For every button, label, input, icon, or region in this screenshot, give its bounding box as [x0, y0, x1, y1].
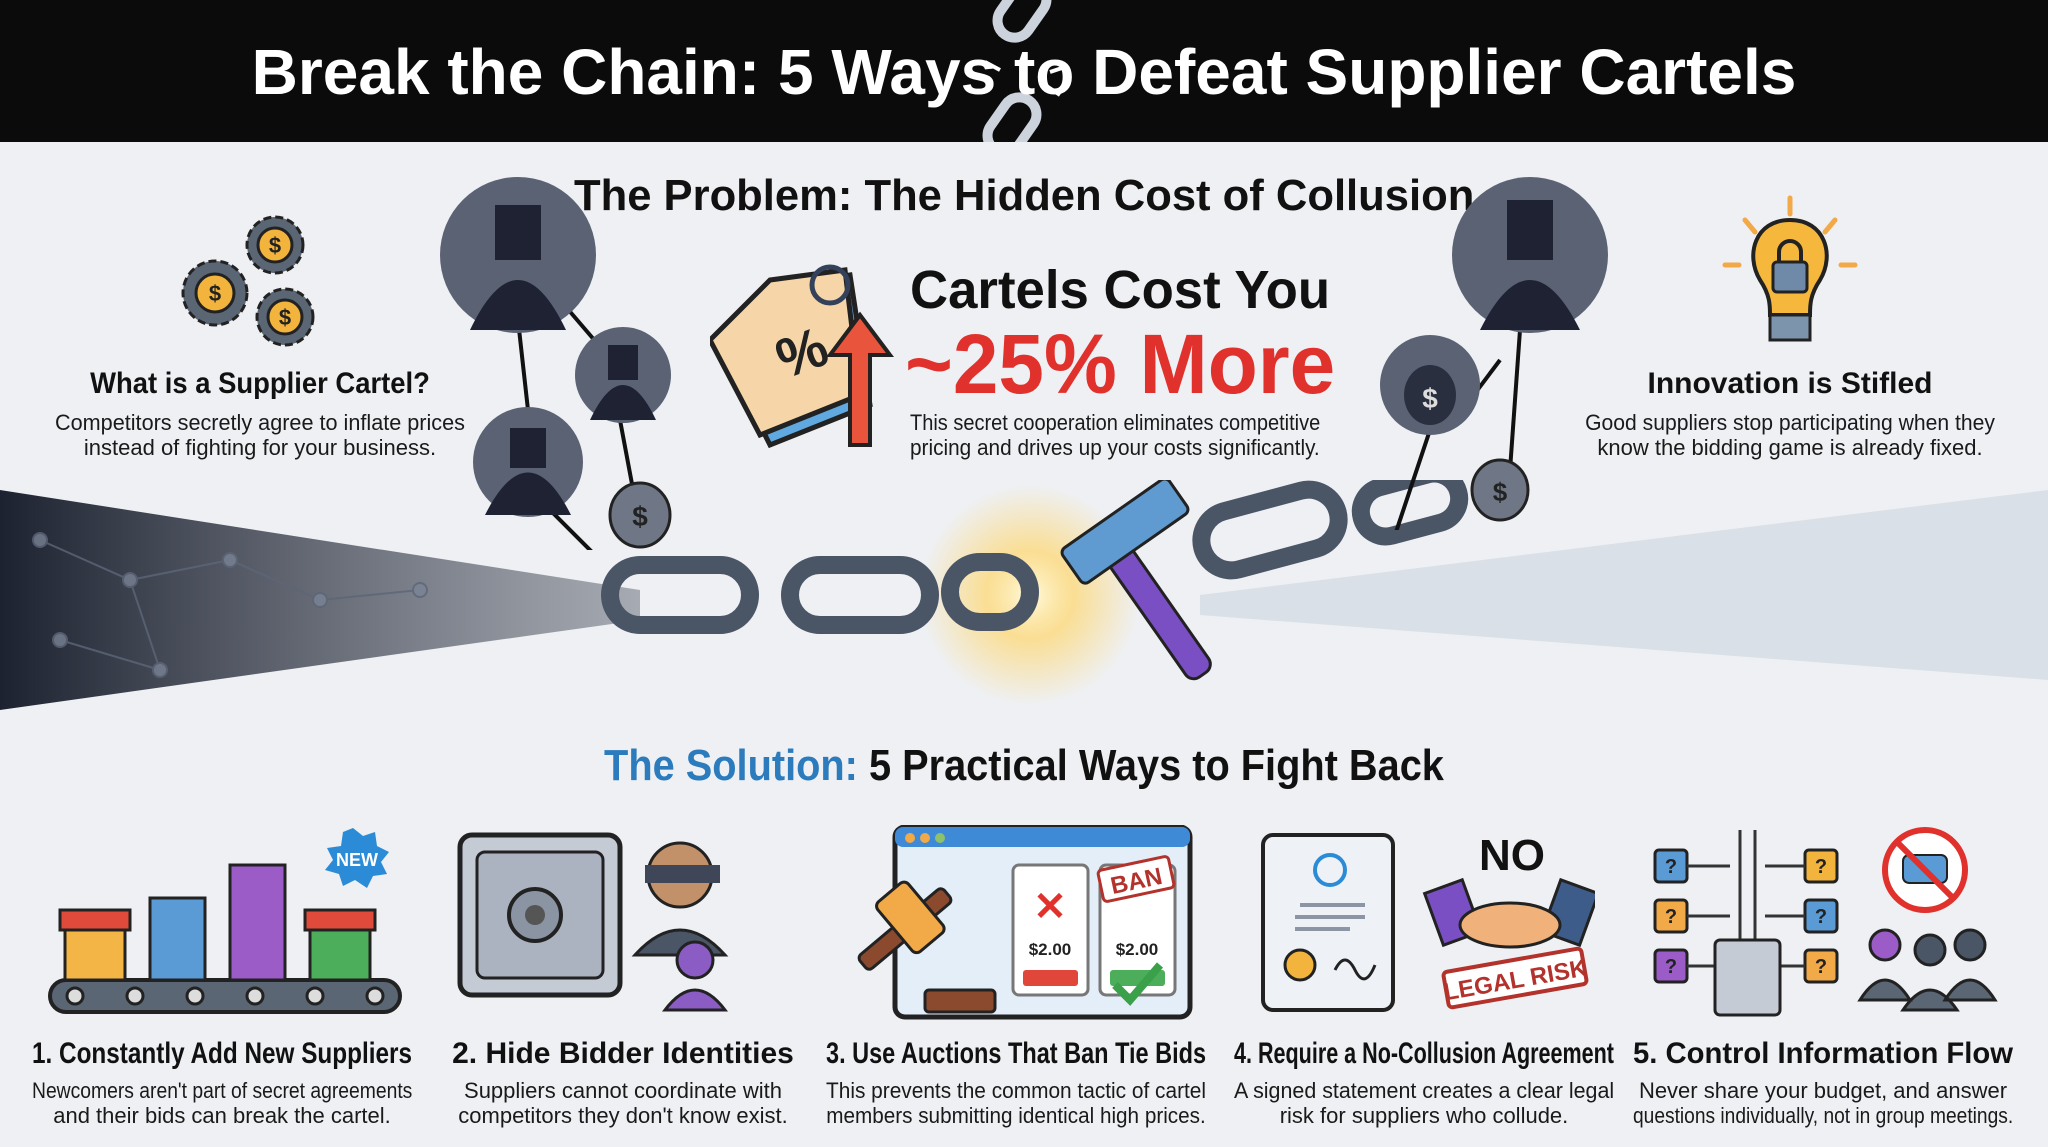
desc-line: members submitting identical high prices… — [826, 1103, 1206, 1128]
svg-text:$: $ — [1422, 383, 1438, 414]
chain-band — [0, 480, 2048, 710]
light-wedge — [1200, 490, 2048, 680]
desc-line: pricing and drives up your costs signifi… — [910, 435, 1320, 460]
svg-text:?: ? — [1815, 906, 1827, 928]
solution-3-title: 3. Use Auctions That Ban Tie Bids — [826, 1037, 1207, 1070]
safe-blindfold-icon — [457, 832, 729, 1012]
auction-gavel-icon: ✕ $2.00 $2.00 BAN — [857, 825, 1193, 1020]
bid-price: $2.00 — [1116, 940, 1159, 959]
innovation-title: Innovation is Stifled — [1647, 367, 1933, 400]
desc-line: instead of fighting for your business. — [83, 435, 437, 460]
solution-2-title: 2. Hide Bidder Identities — [452, 1037, 794, 1070]
svg-text:$: $ — [209, 281, 221, 306]
svg-text:?: ? — [1665, 856, 1677, 878]
chain-links — [601, 480, 1469, 634]
what-is-cartel-desc: Competitors secretly agree to inflate pr… — [55, 410, 465, 460]
svg-text:?: ? — [1665, 906, 1677, 928]
solution-heading-rest: 5 Practical Ways to Fight Back — [857, 741, 1444, 790]
solution-heading: The Solution: 5 Practical Ways to Fight … — [604, 740, 1444, 792]
solution-1-desc: Newcomers aren't part of secret agreemen… — [32, 1078, 412, 1128]
desc-line: Competitors secretly agree to inflate pr… — [55, 410, 465, 435]
solution-heading-accent: The Solution: — [604, 741, 858, 790]
svg-text:?: ? — [1815, 956, 1827, 978]
svg-text:?: ? — [1815, 856, 1827, 878]
no-label: NO — [1479, 831, 1545, 880]
svg-text:?: ? — [1665, 956, 1677, 978]
conspirator-network-left: $ — [440, 177, 672, 550]
svg-text:$: $ — [279, 305, 291, 330]
desc-line: questions individually, not in group mee… — [1633, 1103, 2014, 1128]
conveyor-stores-icon: NEW — [48, 828, 402, 1014]
desc-line: Suppliers cannot coordinate with — [464, 1078, 782, 1103]
svg-text:$: $ — [269, 233, 281, 258]
svg-text:$: $ — [632, 501, 648, 532]
bid-price: $2.00 — [1029, 940, 1072, 959]
header-bar — [0, 0, 2048, 142]
conspirator-network-right: $ $ — [1380, 177, 1608, 530]
desc-line: This secret cooperation eliminates compe… — [910, 410, 1321, 435]
cost-line-1: Cartels Cost You — [910, 260, 1331, 320]
money-bag-icon — [1470, 458, 1530, 522]
locked-lightbulb-icon — [1722, 195, 1858, 342]
desc-line: competitors they don't know exist. — [458, 1103, 788, 1128]
solution-5-title: 5. Control Information Flow — [1633, 1037, 2014, 1070]
problem-heading: The Problem: The Hidden Cost of Collusio… — [574, 171, 1475, 220]
money-bag-icon — [608, 481, 672, 549]
hammer-icon — [1060, 480, 1212, 681]
desc-line: This prevents the common tactic of carte… — [826, 1078, 1207, 1103]
desc-line: risk for suppliers who collude. — [1279, 1103, 1569, 1128]
solution-3-desc: This prevents the common tactic of carte… — [826, 1078, 1206, 1128]
desc-line: know the bidding game is already fixed. — [1597, 435, 1983, 460]
solution-4-title: 4. Require a No-Collusion Agreement — [1234, 1037, 1614, 1070]
desc-line: Newcomers aren't part of secret agreemen… — [32, 1078, 413, 1103]
svg-text:$: $ — [1493, 477, 1508, 507]
solution-1-title: 1. Constantly Add New Suppliers — [32, 1037, 412, 1070]
solution-4-desc: A signed statement creates a clear legal… — [1234, 1078, 1614, 1128]
svg-text:✕: ✕ — [1033, 885, 1067, 929]
desc-line: A signed statement creates a clear legal — [1234, 1078, 1615, 1103]
new-badge: NEW — [336, 850, 378, 870]
cost-desc: This secret cooperation eliminates compe… — [910, 410, 1320, 460]
page-title: Break the Chain: 5 Ways to Defeat Suppli… — [251, 36, 1797, 108]
gears-dollar-icon: $ $ $ — [181, 215, 315, 347]
desc-line: and their bids can break the cartel. — [53, 1103, 391, 1128]
desc-line: Good suppliers stop participating when t… — [1585, 410, 1995, 435]
cost-percentage: ~25% More — [905, 317, 1336, 411]
desc-line: Never share your budget, and answer — [1638, 1078, 2008, 1103]
what-is-cartel-title: What is a Supplier Cartel? — [90, 367, 430, 400]
information-flow-icon: ?????? — [1653, 827, 1998, 1017]
price-tag-up-icon: % — [710, 264, 894, 449]
contract-handshake-icon: NO LEGAL RISK — [1261, 831, 1595, 1012]
innovation-desc: Good suppliers stop participating when t… — [1585, 410, 1995, 460]
broken-chain-icon — [982, 0, 1069, 142]
